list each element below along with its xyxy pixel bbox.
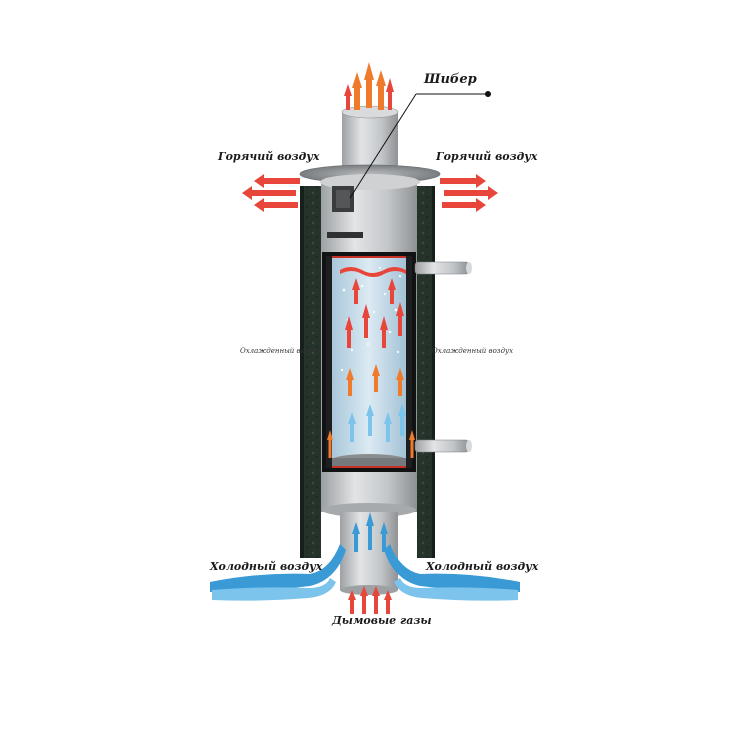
exhaust-arrows-top [344, 62, 394, 110]
heat-arrows-red [340, 267, 406, 348]
hot-air-label-left: Горячий воздух [218, 150, 320, 163]
inner-chamber [322, 252, 416, 472]
hot-air-label-right: Горячий воздух [436, 150, 538, 163]
cooled-air-label-left: Охлажденный воздух [240, 347, 322, 355]
bottom-ring [322, 472, 416, 517]
cooled-air-label-right: Охлажденный воздух [432, 347, 514, 355]
tank-slot [327, 232, 363, 238]
smoke-gas-arrows [348, 586, 392, 614]
cold-air-flow-left [210, 544, 346, 601]
damper-block [332, 186, 354, 212]
cold-air-label-left: Холодный воздух [210, 560, 323, 573]
cold-air-flow-right [384, 544, 520, 601]
cool-arrows-light-blue [348, 404, 406, 442]
cold-air-arrows-bottom [352, 512, 388, 552]
outer-insulation [300, 186, 435, 558]
top-outlet-pipe [341, 105, 399, 174]
lower-water-connector [414, 439, 472, 453]
hot-air-arrows-left [242, 174, 300, 212]
upper-water-connector [414, 261, 472, 275]
heat-arrows-orange [346, 364, 404, 396]
damper-label: Шибер [424, 72, 477, 87]
hot-air-arrows-right [440, 174, 498, 212]
side-heat-arrows [327, 430, 415, 458]
damper-leader-line [349, 91, 491, 199]
smoke-gases-label: Дымовые газы [332, 614, 432, 627]
cold-air-label-right: Холодный воздух [426, 560, 539, 573]
